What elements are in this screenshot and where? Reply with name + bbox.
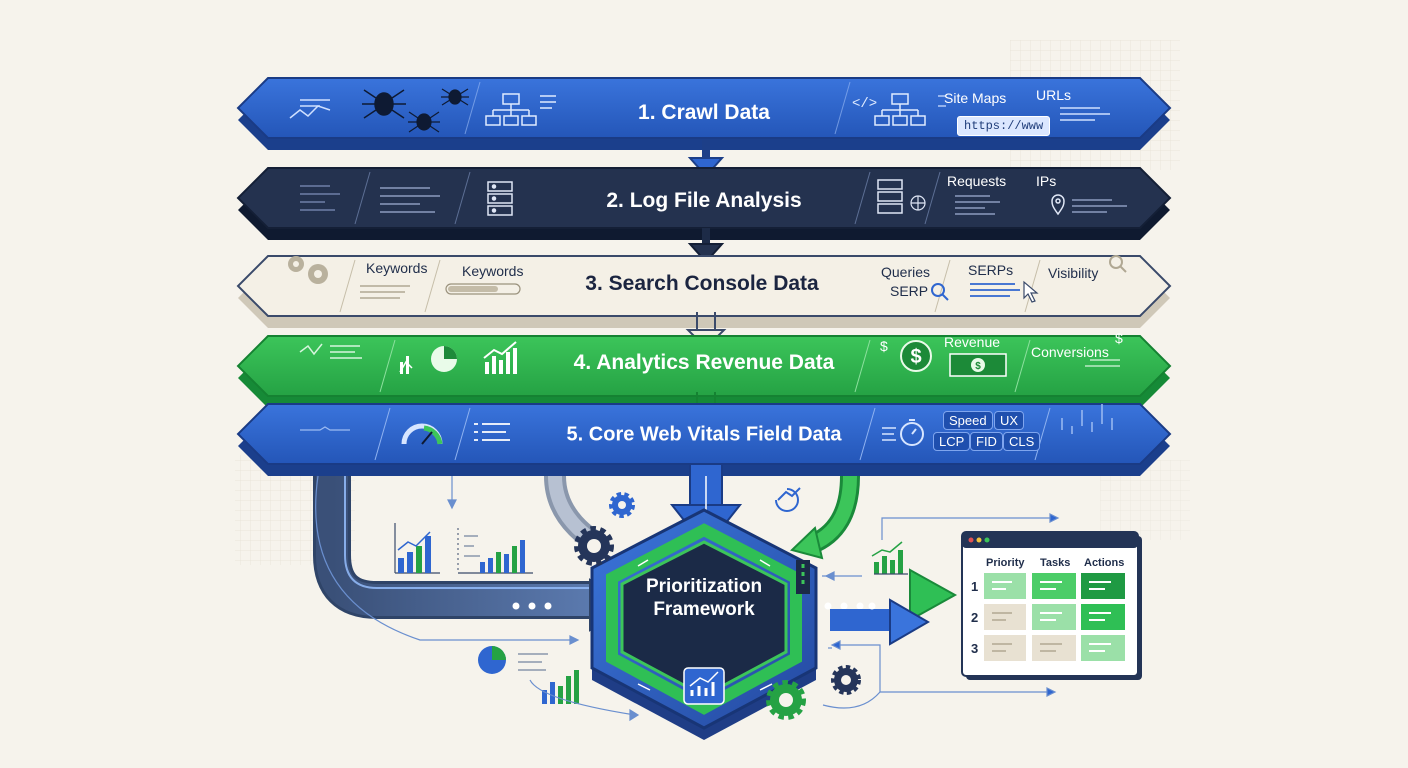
search-icon xyxy=(1109,255,1127,273)
stopwatch-icon xyxy=(900,419,924,446)
tag-requests: Requests xyxy=(947,173,1007,189)
sitemap-icon xyxy=(874,93,926,126)
tag-queries: Queries xyxy=(881,264,931,280)
hub-title-line2: Framework xyxy=(653,599,755,620)
layer-title-core-web-vitals: 5. Core Web Vitals Field Data xyxy=(566,423,842,446)
tag-keywords: Keywords xyxy=(462,263,524,279)
globe-icon xyxy=(910,195,926,211)
hub-title: Prioritization Framework xyxy=(624,575,784,621)
chip-ux: UX xyxy=(994,411,1025,430)
layer-title-crawl: 1. Crawl Data xyxy=(638,101,770,124)
table-header-priority: Priority xyxy=(986,557,1025,569)
server-icon xyxy=(487,181,513,216)
data-pipe xyxy=(790,475,860,560)
prioritization-hub xyxy=(590,508,818,740)
dollar-icon: $ xyxy=(900,340,932,372)
table-row-number: 1 xyxy=(971,579,979,594)
chip-speed: Speed xyxy=(943,411,993,430)
gear-icon xyxy=(288,256,328,284)
pie-chart-icon xyxy=(431,346,457,372)
bar-chart-icon xyxy=(871,541,908,575)
layer-log-file-analysis xyxy=(236,167,1172,240)
tag-serps: SERPs xyxy=(968,262,1014,278)
svg-text:$: $ xyxy=(1115,330,1123,346)
table-header-tasks: Tasks xyxy=(1040,557,1071,569)
bar-chart-icon xyxy=(542,670,579,704)
layer-search-console xyxy=(236,255,1172,328)
output-arrow xyxy=(830,598,930,646)
gear-icon xyxy=(609,492,635,518)
tag-visibility: Visibility xyxy=(1048,265,1099,281)
output-arrow xyxy=(796,560,958,622)
tag-ips: IPs xyxy=(1036,173,1057,189)
tag-site-maps: Site Maps xyxy=(944,90,1007,106)
table-row-number: 2 xyxy=(971,610,979,625)
bar-chart-icon xyxy=(394,523,440,574)
server-icon xyxy=(877,179,903,214)
banknote-icon: $ xyxy=(949,353,1007,377)
pie-chart-icon xyxy=(478,646,548,674)
tag-serp: SERP xyxy=(890,283,929,299)
bar-chart-icon xyxy=(457,528,533,574)
code-icon: </> xyxy=(852,96,877,112)
layer-title-log-file: 2. Log File Analysis xyxy=(606,189,802,212)
flow-lines xyxy=(315,475,1060,722)
bar-chart-icon xyxy=(399,356,413,374)
url-chip: https://www xyxy=(957,116,1051,136)
table-row-number: 3 xyxy=(971,641,979,656)
chip-lcp: LCP xyxy=(933,432,971,451)
layer-title-analytics: 4. Analytics Revenue Data xyxy=(573,351,835,374)
tag-conversions: Conversions xyxy=(1031,344,1109,360)
svg-text:$: $ xyxy=(975,361,981,372)
table-header-actions: Actions xyxy=(1084,557,1125,569)
spider-icon xyxy=(408,111,440,133)
search-bar xyxy=(445,283,521,295)
chip-cls: CLS xyxy=(1003,432,1041,451)
tag-revenue: Revenue xyxy=(944,334,1001,350)
gear-icon xyxy=(574,526,614,566)
cursor-icon xyxy=(1023,280,1039,303)
hub-title-line1: Prioritization xyxy=(645,576,763,597)
svg-text:$: $ xyxy=(880,338,888,354)
sitemap-icon xyxy=(485,93,537,126)
layer-title-search-console: 3. Search Console Data xyxy=(585,272,819,295)
priority-table xyxy=(961,531,1142,680)
layer-crawl-data: </> xyxy=(236,77,1172,150)
chip-fid: FID xyxy=(970,432,1003,451)
sparkline-bars xyxy=(1061,404,1113,434)
connector-arrow xyxy=(687,228,725,264)
search-icon xyxy=(931,283,949,301)
gear-icon xyxy=(831,665,861,695)
spider-icon xyxy=(441,88,469,106)
svg-text:$: $ xyxy=(910,346,921,368)
tag-urls: URLs xyxy=(1036,87,1072,103)
refresh-icon xyxy=(775,487,801,512)
spider-icon xyxy=(362,89,406,119)
gauge-icon xyxy=(401,423,443,445)
tag-keywords: Keywords xyxy=(366,260,428,276)
bar-chart-icon xyxy=(483,341,517,374)
location-pin-icon xyxy=(1051,194,1065,216)
gear-icon xyxy=(766,680,806,720)
layer-analytics-revenue: $ $ $ $ xyxy=(236,330,1172,408)
